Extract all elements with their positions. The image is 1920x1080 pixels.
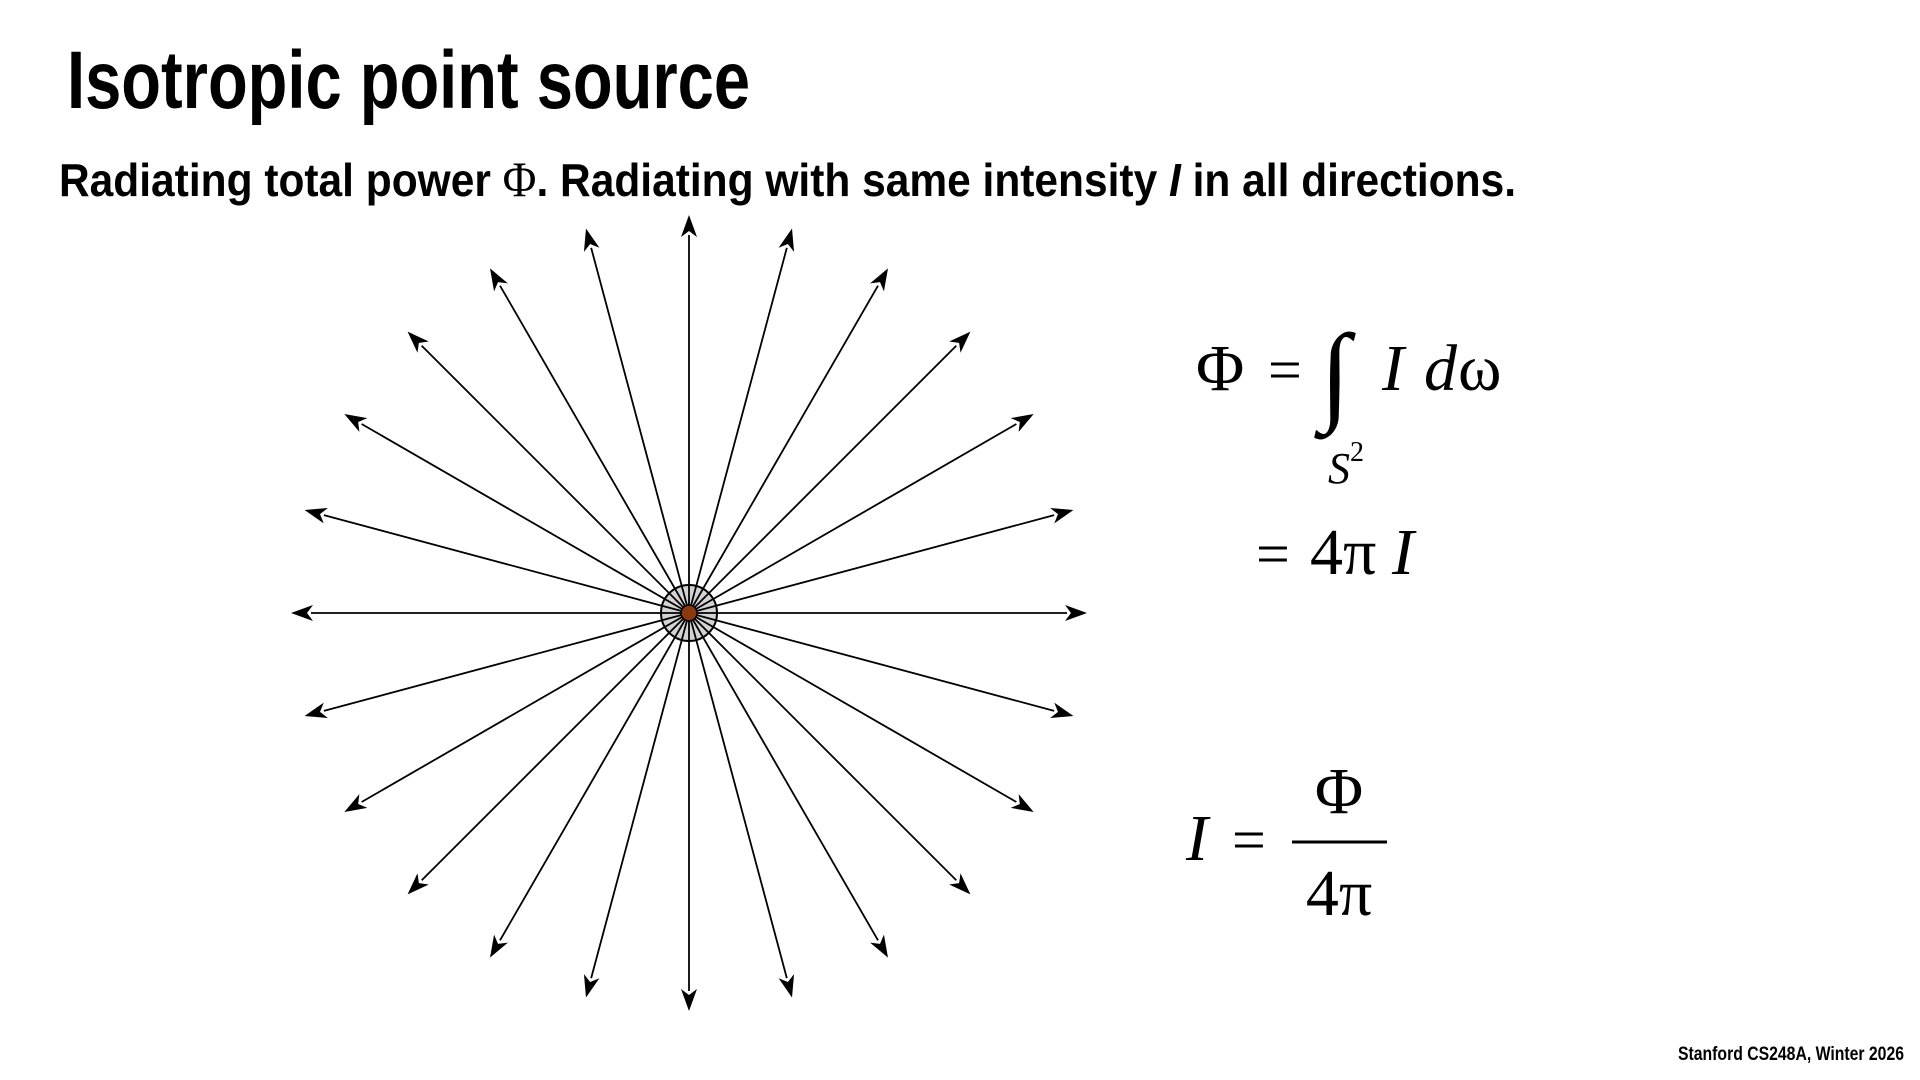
isotropic-source-diagram — [291, 215, 1087, 1011]
eq2-I: I — [1391, 516, 1417, 589]
ray-line — [688, 612, 788, 979]
arrowhead-icon — [1050, 702, 1074, 719]
arrowhead-icon — [1010, 414, 1034, 432]
arrowhead-icon — [407, 873, 429, 895]
arrowhead-icon — [681, 215, 697, 237]
arrowhead-icon — [1065, 605, 1087, 621]
equation-intensity: I = Φ 4π — [1185, 755, 1387, 930]
ray-line — [361, 612, 690, 803]
ray-line — [323, 612, 690, 712]
arrowhead-icon — [583, 974, 600, 998]
eq3-numerator: Φ — [1315, 755, 1363, 828]
arrowhead-icon — [583, 228, 600, 252]
footer-credit: Stanford CS248A, Winter 2026 — [1678, 1044, 1904, 1065]
arrowhead-icon — [1010, 794, 1034, 812]
arrowhead-icon — [490, 268, 508, 292]
arrowhead-icon — [1050, 507, 1074, 524]
eq1-I: I — [1381, 332, 1407, 405]
ray-line — [421, 345, 690, 614]
ray-line — [688, 514, 1055, 614]
eq3-equals: = — [1232, 807, 1266, 873]
arrowhead-icon — [870, 934, 888, 958]
slide-subtitle: Radiating total power Φ. Radiating with … — [59, 151, 1516, 207]
eq1-domain: S2 — [1328, 437, 1364, 493]
eq3-I: I — [1185, 802, 1211, 875]
arrowhead-icon — [304, 507, 328, 524]
eq1-phi: Φ — [1196, 332, 1244, 405]
point-source — [680, 604, 698, 622]
ray-line — [590, 612, 690, 979]
ray-line — [421, 612, 690, 881]
arrowhead-icon — [304, 702, 328, 719]
equation-4pi-I: = 4π I — [1256, 516, 1417, 589]
arrowhead-icon — [291, 605, 313, 621]
ray-line — [688, 612, 957, 881]
ray-line — [323, 514, 690, 614]
eq1-d: d — [1424, 332, 1458, 405]
arrowhead-icon — [949, 873, 971, 895]
arrowhead-icon — [344, 794, 368, 812]
ray-line — [688, 345, 957, 614]
eq3-denominator: 4π — [1306, 857, 1372, 930]
ray-line — [499, 285, 690, 614]
arrowhead-icon — [778, 228, 795, 252]
arrowhead-icon — [778, 974, 795, 998]
arrowhead-icon — [949, 331, 971, 353]
ray-line — [499, 612, 690, 941]
arrowhead-icon — [490, 934, 508, 958]
ray-line — [688, 423, 1017, 614]
arrowhead-icon — [407, 331, 429, 353]
ray-line — [688, 285, 879, 614]
eq2-equals: = — [1256, 521, 1290, 587]
eq1-omega: ω — [1458, 332, 1501, 405]
ray-line — [688, 612, 879, 941]
arrowhead-icon — [681, 989, 697, 1011]
ray-line — [688, 612, 1055, 712]
ray-line — [361, 423, 690, 614]
eq1-integral-sign: ∫ — [1314, 312, 1356, 440]
eq2-4pi: 4π — [1310, 516, 1376, 589]
eq1-equals: = — [1268, 337, 1302, 403]
equation-flux-integral: Φ = ∫ S2 I d ω — [1196, 312, 1501, 493]
ray-line — [688, 612, 1017, 803]
ray-line — [590, 247, 690, 614]
arrowhead-icon — [870, 268, 888, 292]
arrowhead-icon — [344, 414, 368, 432]
ray-line — [688, 247, 788, 614]
slide-title: Isotropic point source — [67, 35, 750, 126]
